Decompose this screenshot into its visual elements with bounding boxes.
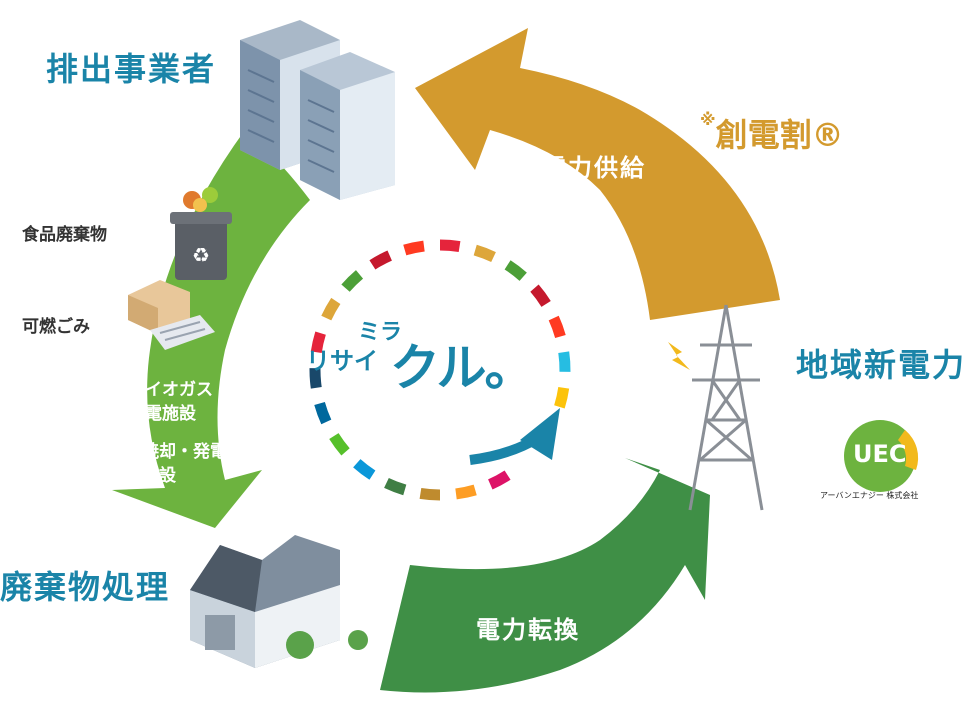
brand-name: 創電割® (715, 116, 844, 154)
incineration-facility-label: 焼却・発電 施設 (142, 440, 227, 488)
lightning-icon (668, 342, 690, 370)
ring-segment (455, 484, 477, 500)
mirarisaikuru-logo: ミラ リサイ (306, 320, 402, 376)
ring-segment (473, 244, 496, 263)
ring-segment (530, 284, 551, 307)
trash-bin-icon: ♻ (170, 187, 232, 280)
transmission-tower-icon (688, 304, 764, 511)
incineration-line2: 施設 (142, 466, 176, 486)
waste-processing-label: 廃棄物処理 (0, 568, 171, 606)
emitter-label: 排出事業者 (46, 50, 217, 88)
ring-segment (439, 239, 461, 252)
ring-segment (321, 297, 341, 321)
ring-segment (314, 401, 332, 425)
power-supply-label: 電力供給 (542, 154, 646, 182)
biogas-facility-label: バイオガス 発電施設 (128, 378, 213, 426)
ring-segment (369, 250, 392, 270)
ring-segment (329, 433, 350, 456)
ring-segment (419, 488, 441, 501)
ring-segment (384, 477, 407, 496)
ring-segment (504, 260, 527, 281)
factory-icon (190, 535, 368, 668)
ring-segment (309, 368, 322, 389)
burnable-waste-label: 可燃ごみ (22, 317, 90, 337)
brand-label: ※創電割® (700, 110, 844, 156)
power-conversion-label: 電力転換 (476, 616, 580, 644)
brand-asterisk: ※ (700, 110, 716, 129)
power-supply-arrow (415, 28, 780, 320)
power-conversion-arrow (380, 458, 710, 693)
ring-segment (403, 240, 425, 256)
center-cycle-arrow (520, 408, 560, 460)
svg-text:♻: ♻ (192, 243, 210, 267)
regional-power-label: 地域新電力 (796, 346, 967, 384)
office-building-icon (240, 20, 395, 200)
food-waste-label: 食品廃棄物 (22, 225, 107, 245)
burnable-waste-icon (128, 280, 215, 350)
uec-company-name: アーバンエナジー 株式会社 (820, 491, 919, 500)
uec-logo-icon (844, 420, 919, 492)
uec-mark: UEC (853, 440, 907, 468)
biogas-line1: バイオガス (128, 380, 213, 400)
ring-segment (548, 315, 566, 339)
ring-segment (353, 459, 376, 480)
logo-main: クル。 (390, 339, 534, 397)
logo-line1: ミラ (358, 320, 403, 345)
ring-segment (558, 351, 571, 372)
incineration-line1: 焼却・発電 (142, 442, 227, 462)
logo-line2: リサイ (306, 347, 378, 375)
ring-segment (488, 470, 511, 490)
biogas-line2: 発電施設 (128, 404, 196, 424)
ring-segment (310, 331, 326, 354)
ring-segment (554, 386, 570, 409)
ring-segment (341, 270, 364, 292)
center-dashed-ring (309, 239, 571, 501)
